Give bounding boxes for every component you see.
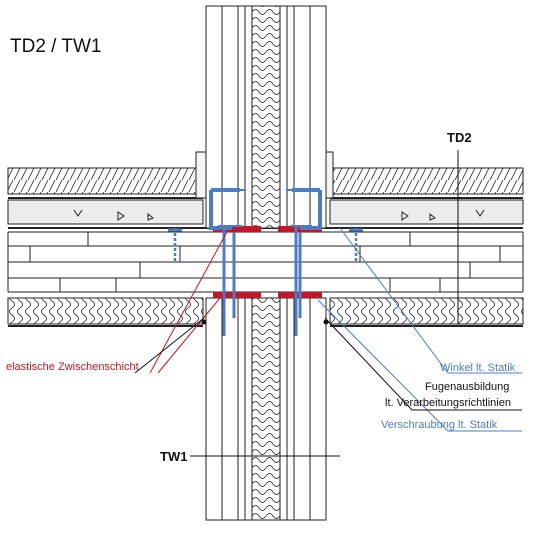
angle-bracket-label: Winkel lt. Statik	[440, 362, 516, 374]
angle-brackets-and-screws	[168, 188, 363, 336]
elastic-layer-label: elastische Zwischenschicht	[6, 361, 139, 373]
tw1-label: TW1	[160, 449, 188, 464]
leader-lines	[134, 150, 522, 457]
floor-buildup	[7, 151, 524, 327]
screw-label: Verschraubung lt. Statik	[381, 419, 498, 431]
drawing-title: TD2 / TW1	[10, 36, 102, 57]
td2-label: TD2	[447, 130, 472, 145]
joint-label-line1: Fugenausbildung	[425, 381, 510, 393]
joint-label-line2: lt. Verarbeitungsrichtlinien	[385, 397, 511, 409]
